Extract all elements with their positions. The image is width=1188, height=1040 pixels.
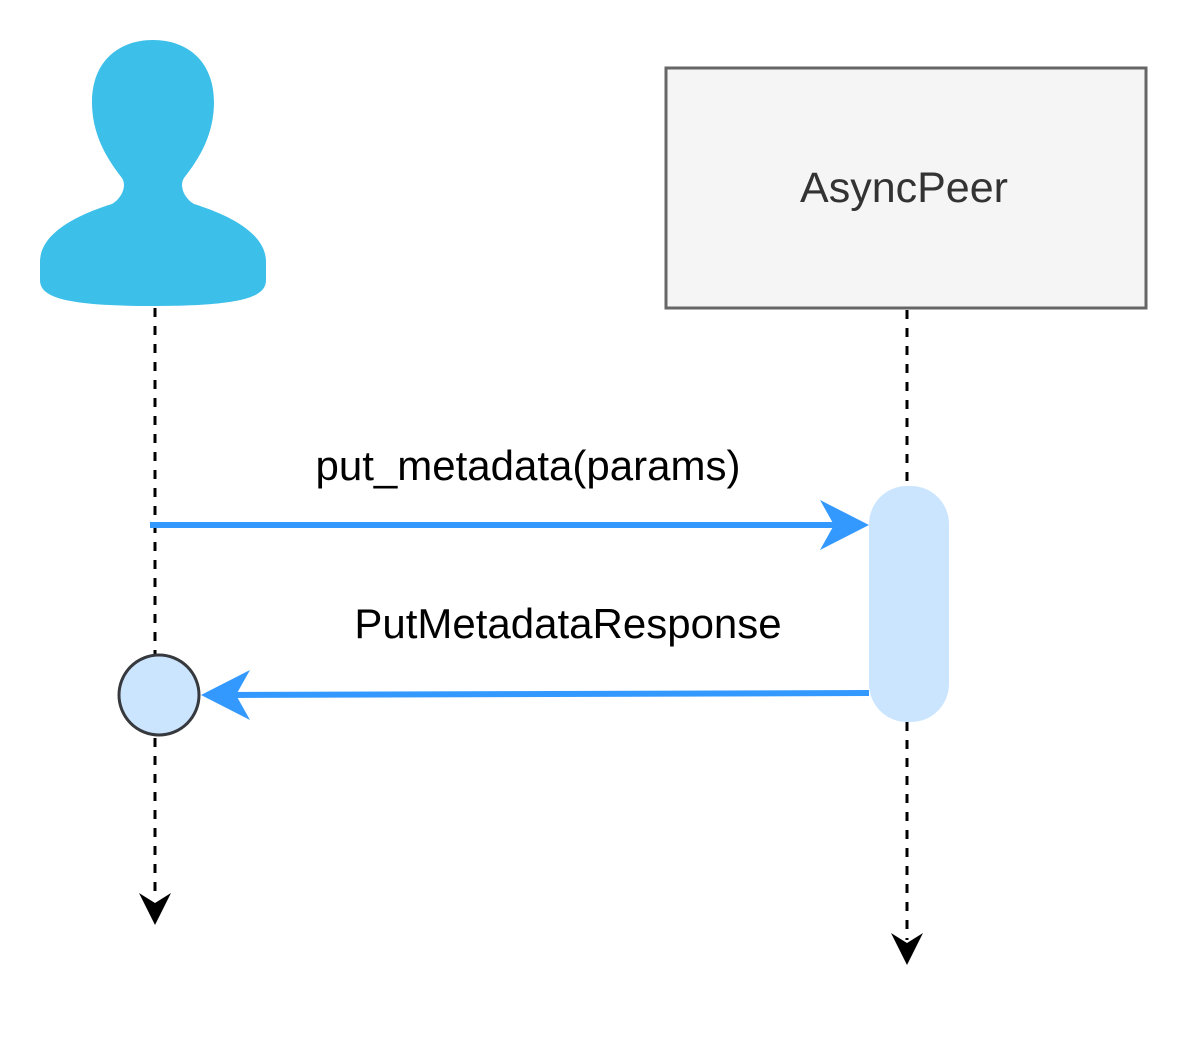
message-request-label: put_metadata(params) [316, 442, 741, 489]
message-response-label: PutMetadataResponse [354, 600, 781, 647]
participant-asyncpeer: AsyncPeer [664, 66, 1148, 310]
peer-lifeline-arrowhead [891, 933, 923, 965]
actor-lifeline-arrowhead [139, 893, 171, 925]
response-endpoint [117, 653, 201, 737]
participant-label: AsyncPeer [800, 164, 1008, 212]
message-response: PutMetadataResponse [201, 600, 870, 720]
user-icon [40, 40, 266, 306]
activation-bar [869, 486, 949, 722]
message-request: put_metadata(params) [150, 442, 869, 550]
